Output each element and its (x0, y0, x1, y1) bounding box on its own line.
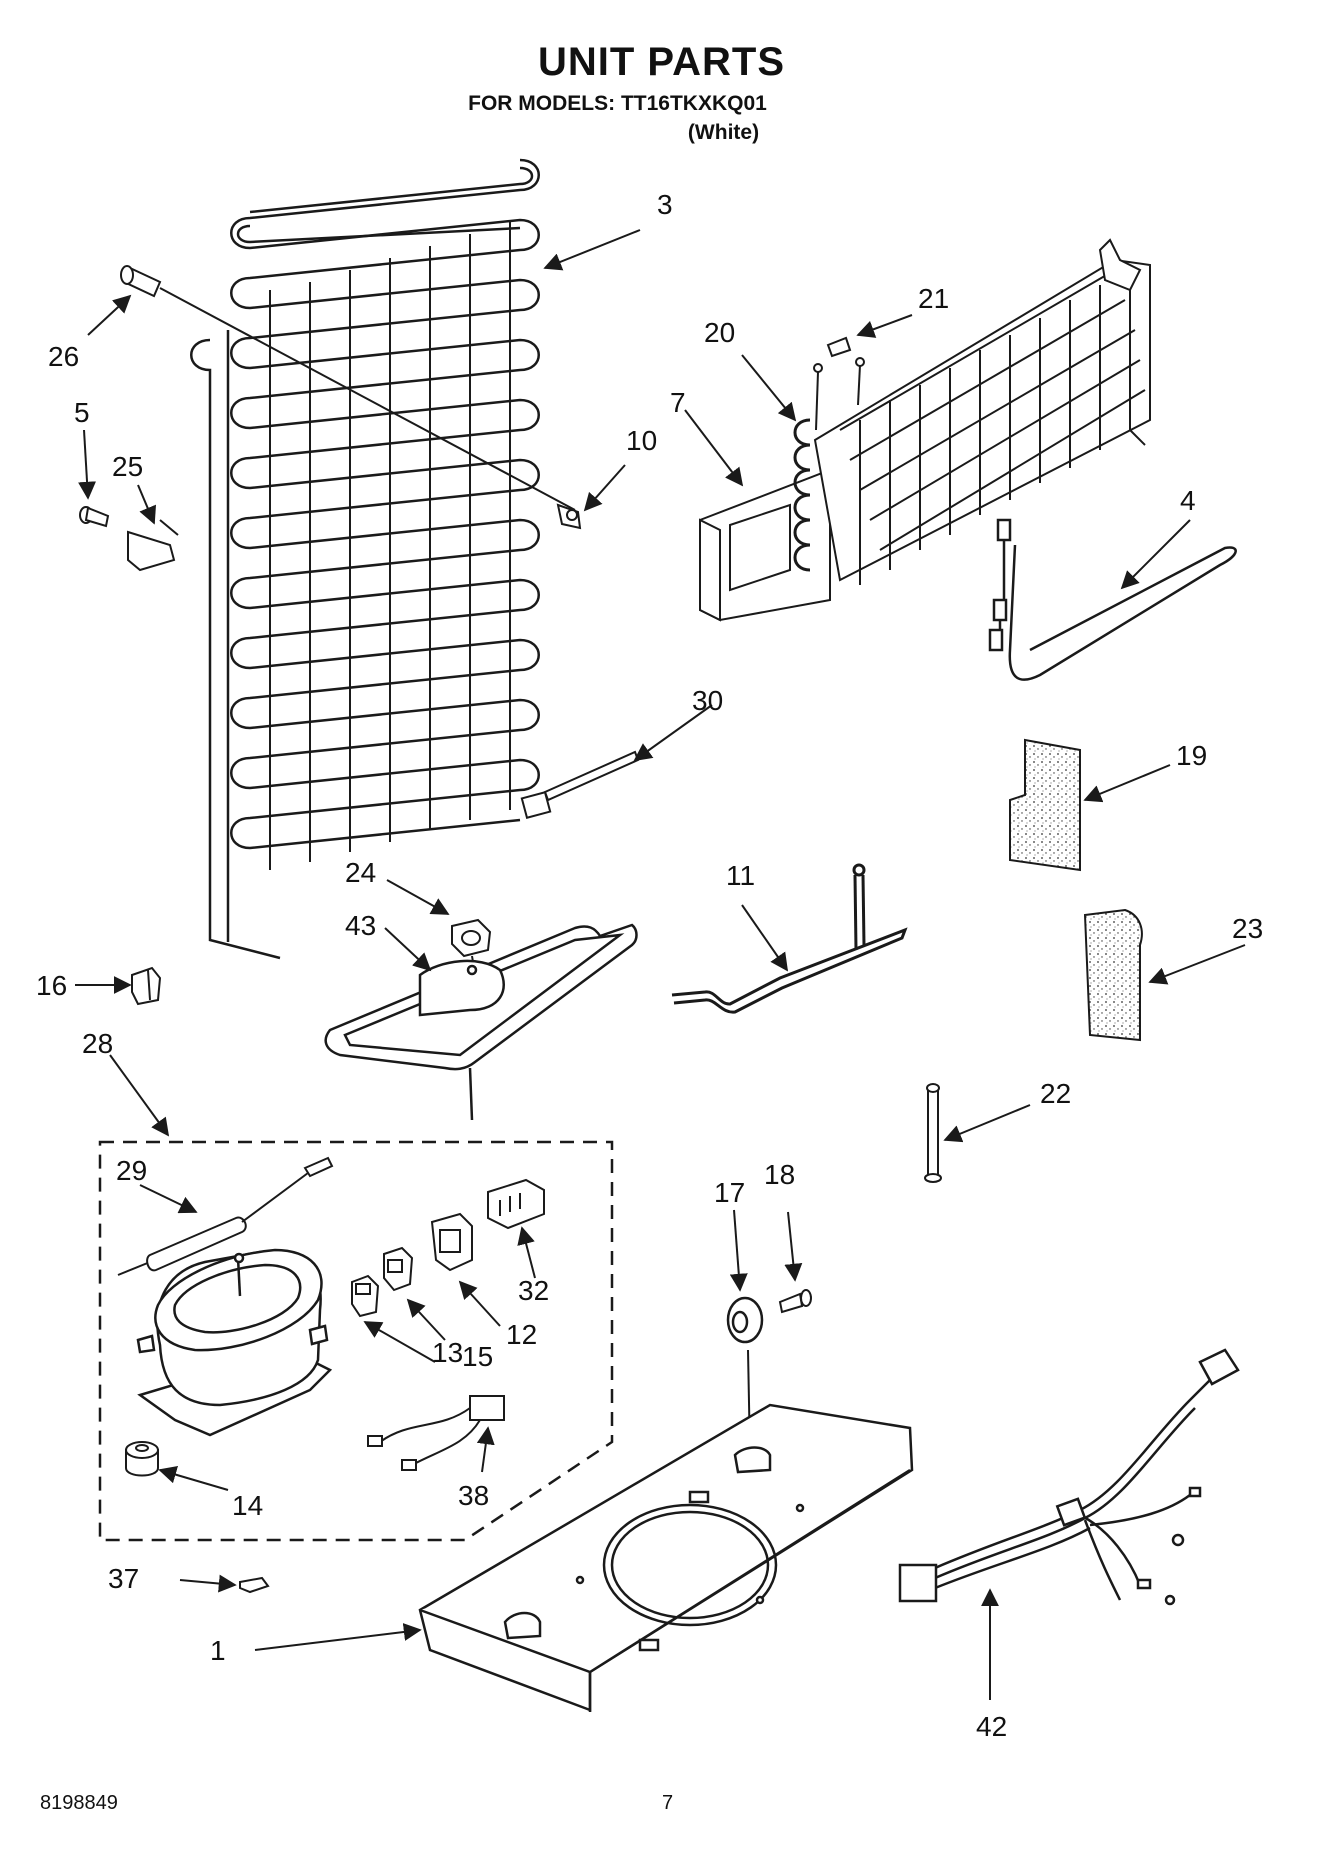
callout-labels: 3 26 5 25 10 21 20 7 4 30 19 24 43 11 23… (36, 189, 1263, 1742)
callout-5: 5 (74, 397, 90, 428)
drain-tube-11 (671, 863, 908, 1014)
screw-18 (778, 1289, 812, 1314)
callout-15: 15 (462, 1341, 493, 1372)
pin-22 (924, 1083, 942, 1183)
screw-5 (79, 506, 110, 528)
roller-17 (726, 1296, 764, 1456)
callout-1: 1 (210, 1635, 226, 1666)
evaporator (699, 238, 1151, 622)
callout-7: 7 (670, 387, 686, 418)
nut-24 (451, 918, 492, 969)
color-variant: (White) (687, 121, 760, 144)
callout-16: 16 (36, 970, 67, 1001)
condenser-coil (190, 158, 540, 960)
callout-3: 3 (657, 189, 673, 220)
page-number: 7 (662, 1792, 674, 1814)
grommet-14 (125, 1441, 159, 1477)
callout-23: 23 (1232, 913, 1263, 944)
overload-13 (351, 1274, 380, 1318)
bracket-25 (127, 519, 179, 572)
cable-tie-30 (520, 750, 640, 819)
callout-37: 37 (108, 1563, 139, 1594)
relay-15 (383, 1246, 414, 1292)
foam-block-19 (1009, 738, 1081, 872)
callout-38: 38 (458, 1480, 489, 1511)
relay-12 (430, 1212, 473, 1272)
compressor-kit-box-28 (98, 1140, 614, 1542)
drier-29 (117, 1156, 334, 1276)
document-number: 8198849 (40, 1792, 118, 1814)
foam-block-23 (1083, 908, 1143, 1042)
callout-18: 18 (764, 1159, 795, 1190)
screw-10 (556, 503, 582, 530)
callout-21: 21 (918, 283, 949, 314)
callout-26: 26 (48, 341, 79, 372)
callout-25: 25 (112, 451, 143, 482)
callout-11: 11 (726, 860, 755, 891)
callout-17: 17 (714, 1177, 745, 1208)
callout-12: 12 (506, 1319, 537, 1350)
callout-19: 19 (1176, 740, 1207, 771)
page-title: UNIT PARTS (537, 40, 786, 84)
callout-43: 43 (345, 910, 376, 941)
callout-32: 32 (518, 1275, 549, 1306)
callout-42: 42 (976, 1711, 1007, 1742)
callout-14: 14 (232, 1490, 263, 1521)
models-line: FOR MODELS: TT16TKXKQ01 (468, 92, 767, 115)
callout-29: 29 (116, 1155, 147, 1186)
callout-22: 22 (1040, 1078, 1071, 1109)
callout-13: 13 (432, 1337, 463, 1368)
wire-harness-38 (367, 1395, 505, 1471)
callout-24: 24 (345, 857, 376, 888)
callout-28: 28 (82, 1028, 113, 1059)
part-37 (239, 1576, 270, 1594)
base-plate-1 (418, 1403, 914, 1712)
callout-4: 4 (1180, 485, 1196, 516)
defrost-heater-4 (988, 518, 1237, 681)
clip-16 (131, 966, 162, 1006)
callout-30: 30 (692, 685, 723, 716)
mounting-screw-26 (120, 265, 576, 511)
compressor (136, 1248, 333, 1437)
wiring-harness-42 (898, 1348, 1240, 1606)
leader-arrows (75, 229, 1246, 1700)
connector-32 (487, 1178, 545, 1230)
callout-10: 10 (626, 425, 657, 456)
drain-pan-43 (324, 923, 638, 1121)
callout-20: 20 (704, 317, 735, 348)
